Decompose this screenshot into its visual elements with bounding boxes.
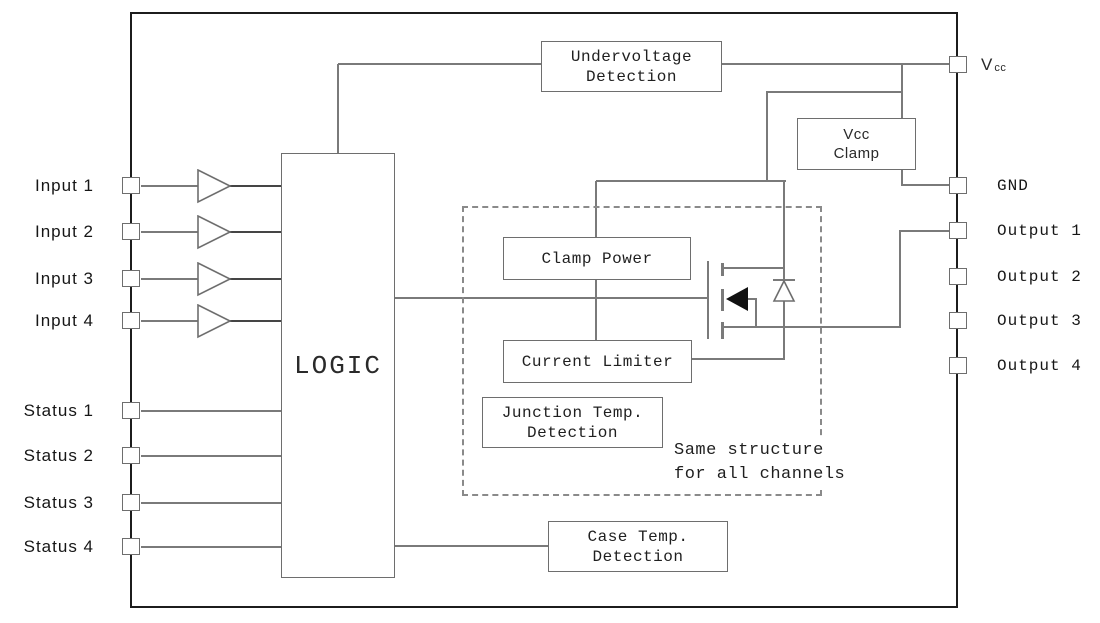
- input4-label: Input 4: [35, 311, 94, 330]
- input4-pin: [122, 312, 140, 329]
- output2-label: Output 2: [997, 268, 1082, 286]
- wire-output-riser: [899, 230, 901, 328]
- input2-buffer-icon: [197, 215, 232, 250]
- status3-label: Status 3: [23, 493, 94, 512]
- vcc-clamp-block: Vcc Clamp: [797, 118, 916, 170]
- wire-source-h: [722, 326, 901, 328]
- wire-undervoltage-to-logic: [337, 64, 339, 154]
- output4-pin: [949, 357, 967, 374]
- case-temp-label-line2: Detection: [592, 547, 684, 566]
- wire-input4-pin: [141, 320, 198, 322]
- status1-label: Status 1: [23, 401, 94, 420]
- current-limiter-block: Current Limiter: [503, 340, 692, 383]
- junction-temp-label-line1: Junction Temp.: [501, 403, 644, 422]
- wire-input4-buffer-out: [229, 320, 281, 322]
- wire-status4: [141, 546, 281, 548]
- output1-pin: [949, 222, 967, 239]
- case-temp-detection-block: Case Temp. Detection: [548, 521, 728, 572]
- input3-label: Input 3: [35, 269, 94, 288]
- wire-channel-rail: [596, 180, 786, 182]
- wire-vcc-branch-h: [766, 91, 903, 93]
- status1-pin: [122, 402, 140, 419]
- clamp-power-block: Clamp Power: [503, 237, 691, 280]
- vcc-clamp-label-line2: Clamp: [833, 145, 880, 162]
- clamp-power-label: Clamp Power: [541, 249, 653, 268]
- undervoltage-label-line1: Undervoltage: [570, 47, 693, 66]
- gnd-pin: [949, 177, 967, 194]
- body-diode-icon: [772, 280, 796, 302]
- output1-label: Output 1: [997, 222, 1082, 240]
- status2-label: Status 2: [23, 446, 94, 465]
- input1-pin: [122, 177, 140, 194]
- same-structure-line1: Same structure: [674, 441, 824, 460]
- same-structure-note: Same structure for all channels: [672, 439, 848, 487]
- wire-status2: [141, 455, 281, 457]
- output2-pin: [949, 268, 967, 285]
- wire-input1-pin: [141, 185, 198, 187]
- gnd-label: GND: [997, 177, 1029, 195]
- wire-vcc-branch-v: [766, 92, 768, 182]
- input2-pin: [122, 223, 140, 240]
- wire-status1: [141, 410, 281, 412]
- mosfet-channel-top: [721, 263, 724, 276]
- wire-input3-buffer-out: [229, 278, 281, 280]
- wire-clamp-power-to-current-limiter: [595, 279, 597, 341]
- same-structure-line2: for all channels: [674, 465, 846, 484]
- status4-pin: [122, 538, 140, 555]
- mosfet-channel-mid: [721, 289, 724, 311]
- case-temp-label-line1: Case Temp.: [587, 527, 689, 546]
- wire-diode-to-limiter: [783, 300, 785, 360]
- output3-label: Output 3: [997, 312, 1082, 330]
- status2-pin: [122, 447, 140, 464]
- input3-buffer-icon: [197, 262, 232, 297]
- wire-clamp-to-gnd-v: [901, 169, 903, 186]
- wire-logic-to-case-temp: [394, 545, 549, 547]
- mosfet-channel-bottom: [721, 322, 724, 339]
- wire-input3-pin: [141, 278, 198, 280]
- chip-outline: [130, 12, 958, 608]
- junction-temp-detection-block: Junction Temp. Detection: [482, 397, 663, 448]
- vcc-label-sub: cc: [994, 62, 1007, 74]
- wire-input2-buffer-out: [229, 231, 281, 233]
- wire-to-output1-pin: [899, 230, 950, 232]
- wire-current-limiter-out: [690, 358, 785, 360]
- channel-cell-dashed-border: [462, 206, 822, 496]
- wire-rail-to-clamp-power: [595, 181, 597, 238]
- wire-body-tap-v: [755, 298, 757, 328]
- wire-input2-pin: [141, 231, 198, 233]
- status3-pin: [122, 494, 140, 511]
- wire-input1-buffer-out: [229, 185, 281, 187]
- logic-block: LOGIC: [281, 153, 395, 578]
- input1-buffer-icon: [197, 169, 232, 204]
- vcc-label-main: V: [981, 55, 993, 74]
- input2-label: Input 2: [35, 222, 94, 241]
- mosfet-body-arrow-icon: [726, 287, 748, 311]
- current-limiter-label: Current Limiter: [521, 352, 674, 371]
- wire-drain-tap: [722, 267, 784, 269]
- wire-body-tap-h: [747, 298, 757, 300]
- input3-pin: [122, 270, 140, 287]
- logic-label: LOGIC: [293, 350, 382, 381]
- mosfet-gate-bar: [707, 261, 709, 339]
- wire-rail-to-drain: [783, 181, 785, 281]
- output3-pin: [949, 312, 967, 329]
- wire-logic-to-gate: [394, 297, 709, 299]
- vcc-clamp-label-line1: Vcc: [843, 126, 870, 143]
- undervoltage-label-line2: Detection: [586, 67, 677, 86]
- junction-temp-label-line2: Detection: [527, 423, 618, 442]
- wire-status3: [141, 502, 281, 504]
- input4-buffer-icon: [197, 304, 232, 339]
- input1-label: Input 1: [35, 176, 94, 195]
- status4-label: Status 4: [23, 537, 94, 556]
- wire-clamp-to-gnd-h: [901, 184, 950, 186]
- output4-label: Output 4: [997, 357, 1082, 375]
- undervoltage-detection-block: Undervoltage Detection: [541, 41, 722, 92]
- vcc-pin: [949, 56, 967, 73]
